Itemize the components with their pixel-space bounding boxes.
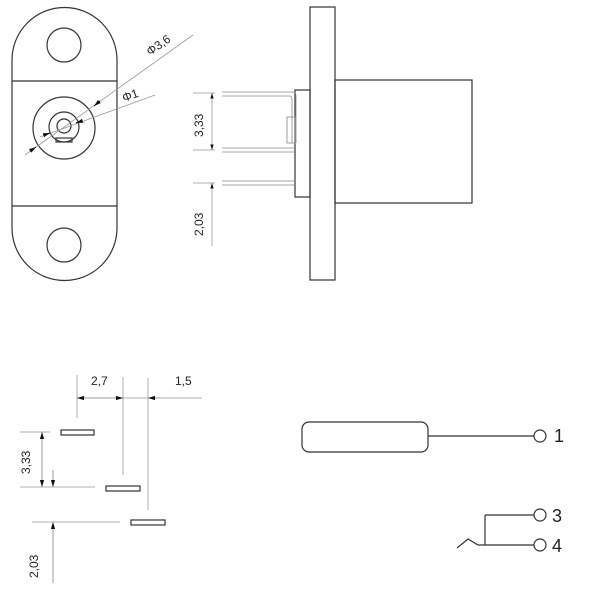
pcb-footprint: 2,7 1,5 3,33 2,03 — [19, 374, 202, 583]
outer-diameter-label: Φ3,6 — [144, 32, 174, 59]
mounting-hole-bottom — [46, 227, 82, 263]
front-view: Φ3,6 Φ1 — [11, 6, 194, 282]
schematic: 1 3 4 — [301, 421, 564, 556]
pad-1 — [60, 429, 95, 436]
side-pitch-label: 3,33 — [192, 113, 206, 137]
pin-1-terminal — [533, 429, 547, 443]
vertical-offset-label: 2,03 — [27, 554, 41, 578]
side-view: 3,33 2,03 — [192, 6, 473, 281]
mounting-hole-top — [46, 27, 82, 63]
jack-symbol — [301, 421, 429, 453]
pin-4-label: 4 — [552, 536, 562, 556]
pin-4-terminal — [533, 538, 547, 552]
pin-3-label: 3 — [552, 506, 562, 526]
jack-outer-ring — [32, 96, 96, 160]
pad-3 — [130, 519, 166, 526]
pad-2 — [105, 485, 141, 492]
horizontal-pitch-label: 2,7 — [91, 374, 108, 388]
inner-diameter-label: Φ1 — [120, 86, 140, 105]
side-offset-label: 2,03 — [192, 212, 206, 236]
vertical-pitch-label: 3,33 — [19, 450, 33, 474]
pin-3-terminal — [533, 508, 547, 522]
horizontal-offset-label: 1,5 — [175, 374, 192, 388]
pin-1-label: 1 — [554, 426, 564, 446]
